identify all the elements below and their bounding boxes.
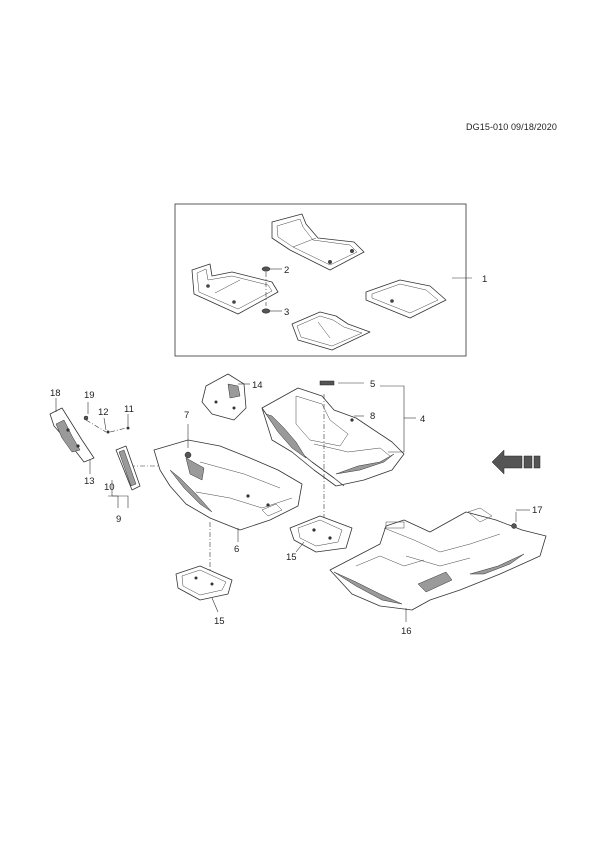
callout-18: 18 bbox=[50, 388, 61, 399]
floor-mat-rear-bottom[interactable] bbox=[291, 311, 371, 351]
callout-8: 8 bbox=[370, 411, 375, 422]
callout-5: 5 bbox=[370, 379, 375, 390]
callout-16: 16 bbox=[401, 626, 412, 637]
callout-1: 1 bbox=[482, 274, 487, 285]
callout-4: 4 bbox=[420, 414, 425, 425]
reinforcement-plate-lower[interactable] bbox=[175, 565, 233, 613]
callout-3: 3 bbox=[284, 307, 289, 318]
plug-17 bbox=[511, 523, 517, 529]
callout-9: 9 bbox=[116, 514, 121, 525]
callout-11: 11 bbox=[124, 404, 134, 415]
reinforcement-plate-upper[interactable] bbox=[289, 515, 353, 553]
callout-15-lower: 15 bbox=[214, 616, 225, 627]
front-arrow-icon bbox=[491, 449, 541, 475]
clip-5 bbox=[319, 380, 335, 386]
mat-retainer-clip-3[interactable] bbox=[261, 308, 271, 314]
callout-7: 7 bbox=[184, 410, 189, 421]
kit-frame bbox=[174, 203, 467, 357]
callout-19: 19 bbox=[84, 390, 95, 401]
callout-17: 17 bbox=[532, 505, 543, 516]
sill-plate[interactable] bbox=[108, 445, 141, 508]
diagram-code: DG15-010 09/18/2020 bbox=[466, 122, 557, 132]
callout-12: 12 bbox=[98, 407, 109, 418]
floor-mat-front-right[interactable] bbox=[365, 279, 447, 319]
callout-10: 10 bbox=[104, 482, 115, 493]
floor-mat-kit-group bbox=[174, 203, 472, 357]
callout-15-upper: 15 bbox=[286, 552, 297, 563]
floor-insulator-panel[interactable] bbox=[201, 373, 250, 421]
seat-adjuster-trim[interactable] bbox=[49, 398, 130, 474]
callout-14: 14 bbox=[252, 380, 263, 391]
floor-mat-front-left[interactable] bbox=[191, 263, 279, 315]
floor-panel-assembly[interactable] bbox=[329, 507, 547, 622]
callout-2: 2 bbox=[284, 265, 289, 276]
screw-19 bbox=[83, 415, 89, 421]
callout-6: 6 bbox=[234, 544, 239, 555]
floor-mat-rear-top[interactable] bbox=[271, 213, 365, 271]
floor-carpet-front[interactable] bbox=[261, 380, 416, 520]
floor-carpet-main[interactable] bbox=[130, 424, 303, 575]
callout-13: 13 bbox=[84, 476, 95, 487]
